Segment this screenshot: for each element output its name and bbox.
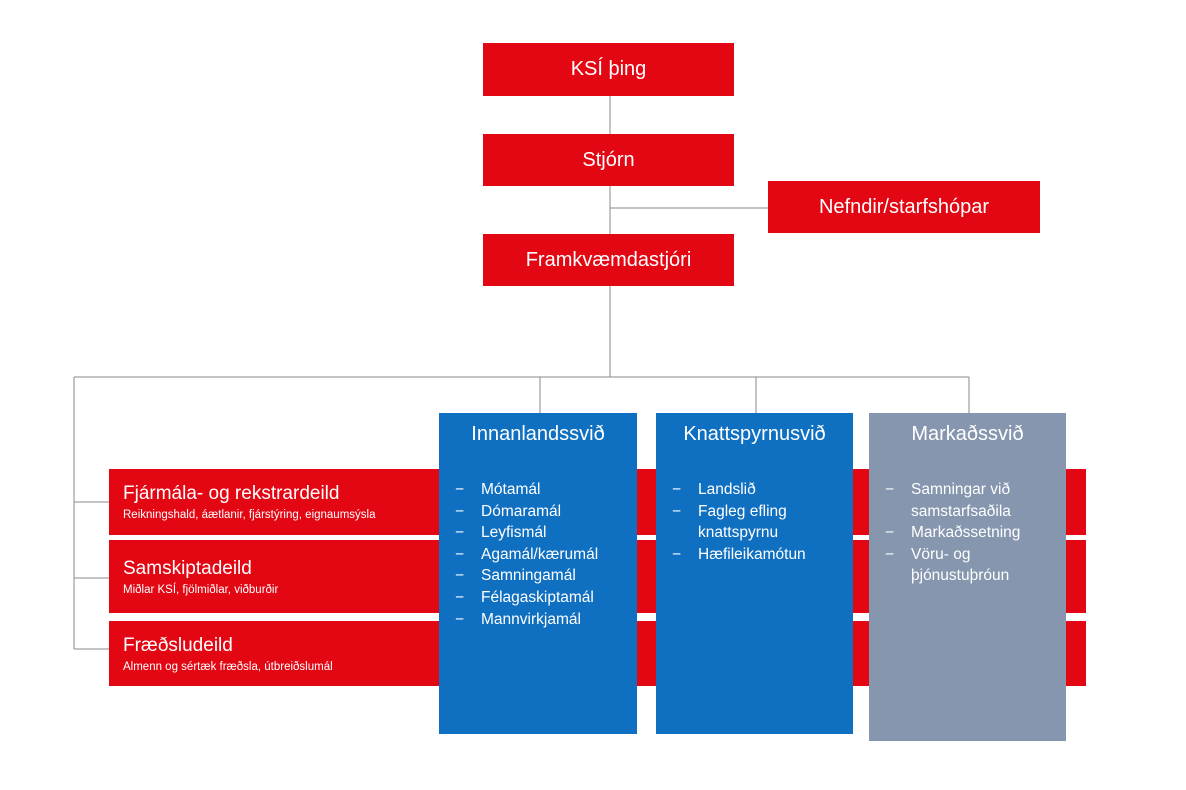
dash-icon: − [885, 545, 895, 563]
department-subtitle: Almenn og sértæk fræðsla, útbreiðslumál [123, 661, 333, 673]
division-item-label: Samningar við samstarfsaðila [911, 481, 1011, 520]
division-item-label: Markaðssetning [911, 524, 1021, 542]
department-title: Fræðsludeild [123, 635, 233, 656]
dash-icon: − [672, 481, 682, 498]
box-framkvaemdastjori: Framkvæmdastjóri [483, 234, 734, 286]
division-item: −Mótamál [455, 479, 629, 501]
division-item: −Mannvirkjamál [455, 609, 629, 631]
division-item: −Dómaramál [455, 501, 629, 523]
dash-icon: − [455, 481, 465, 498]
dash-icon: − [885, 524, 895, 542]
division-item: −Félagaskiptamál [455, 587, 629, 609]
dash-icon: − [672, 502, 682, 520]
box-nefndir: Nefndir/starfshópar [768, 181, 1040, 233]
box-ksi-thing-label: KSÍ þing [570, 58, 647, 80]
box-stjorn-label: Stjórn [582, 148, 635, 171]
division-title: Innanlandssvið [471, 423, 605, 445]
division-item-label: Mannvirkjamál [481, 610, 581, 628]
division-item-label: Landslið [698, 481, 756, 498]
division-item: −Agamál/kærumál [455, 544, 629, 566]
division-item: −Hæfileikamótun [672, 544, 845, 566]
dash-icon: − [455, 588, 465, 606]
department-subtitle: Miðlar KSÍ, fjölmiðlar, viðburðir [123, 584, 279, 596]
dash-icon: − [672, 545, 682, 563]
division-knattspyrnusvid: Knattspyrnusvið −Landslið −Fagleg efling… [656, 413, 853, 734]
dash-icon: − [885, 481, 895, 498]
division-markadssvid: Markaðssvið −Samningar við samstarfsaðil… [869, 413, 1066, 741]
division-item-list: −Mótamál −Dómaramál −Leyfismál −Agamál/k… [455, 479, 629, 630]
division-item: −Vöru- og þjónustuþróun [885, 544, 1058, 587]
box-stjorn: Stjórn [483, 134, 734, 186]
division-innanlandssvid: Innanlandssvið −Mótamál −Dómaramál −Leyf… [439, 413, 637, 734]
dash-icon: − [455, 524, 465, 542]
dash-icon: − [455, 567, 465, 585]
division-item: −Leyfismál [455, 522, 629, 544]
division-title: Markaðssvið [911, 423, 1024, 445]
division-item: −Samningar við samstarfsaðila [885, 479, 1058, 522]
box-ksi-thing: KSÍ þing [483, 43, 734, 96]
division-item-label: Dómaramál [481, 502, 562, 520]
division-item: −Markaðssetning [885, 522, 1058, 544]
division-item-label: Agamál/kærumál [481, 545, 599, 563]
division-item: −Landslið [672, 479, 845, 501]
dash-icon: − [455, 502, 465, 520]
division-item-label: Vöru- og þjónustuþróun [911, 545, 1010, 585]
division-item-label: Fagleg efling knattspyrnu [698, 502, 787, 542]
division-item-list: −Landslið −Fagleg efling knattspyrnu −Hæ… [672, 479, 845, 565]
department-subtitle: Reikningshald, áætlanir, fjárstýring, ei… [123, 509, 376, 521]
division-title: Knattspyrnusvið [683, 423, 826, 445]
department-title: Samskiptadeild [123, 558, 252, 579]
division-item-label: Félagaskiptamál [481, 588, 594, 606]
division-item: −Samningamál [455, 565, 629, 587]
dash-icon: − [455, 610, 465, 628]
dash-icon: − [455, 545, 465, 563]
division-item-label: Samningamál [481, 567, 576, 585]
box-framkvaemdastjori-label: Framkvæmdastjóri [525, 248, 692, 271]
division-item-label: Hæfileikamótun [698, 545, 806, 563]
division-item-label: Leyfismál [481, 524, 547, 542]
department-title: Fjármála- og rekstrardeild [123, 483, 340, 504]
box-nefndir-label: Nefndir/starfshópar [818, 195, 990, 218]
division-item-list: −Samningar við samstarfsaðila −Markaðsse… [885, 479, 1058, 587]
division-item-label: Mótamál [481, 481, 541, 498]
division-item: −Fagleg efling knattspyrnu [672, 501, 845, 544]
